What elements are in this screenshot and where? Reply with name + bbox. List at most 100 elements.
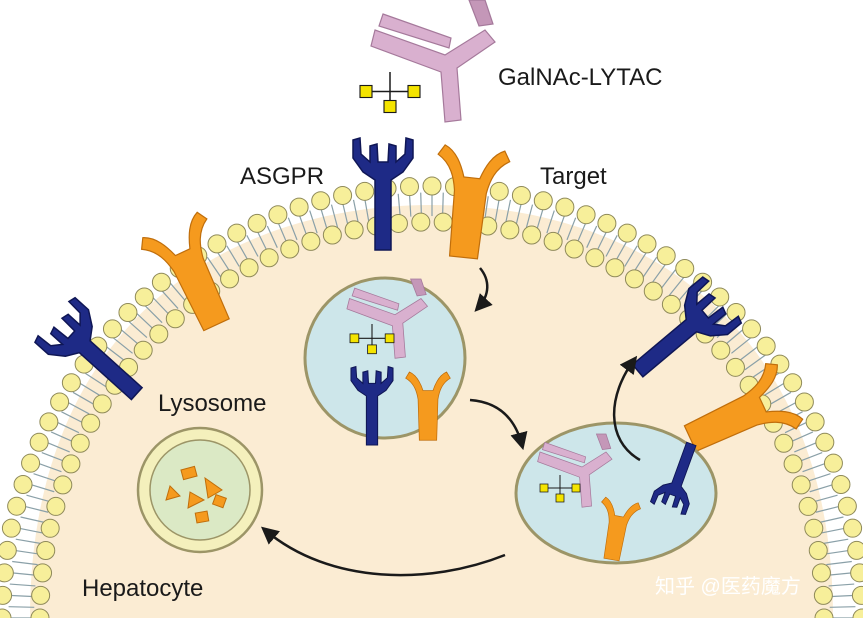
lipid-head xyxy=(564,239,584,259)
lipid-tail xyxy=(441,192,444,217)
lipid-tail xyxy=(23,505,49,513)
lipid-head xyxy=(92,394,112,414)
lipid-head xyxy=(151,272,171,292)
lipid-head xyxy=(259,248,279,268)
lipid-tail xyxy=(266,225,278,248)
lipid-tail xyxy=(341,201,349,226)
lipid-head xyxy=(533,191,553,211)
lipid-tail xyxy=(818,516,844,524)
lipid-head xyxy=(411,212,431,232)
lipid-tail xyxy=(576,221,587,244)
lipid-head xyxy=(522,225,542,245)
lipid-head xyxy=(165,309,185,329)
free-galnac-cluster xyxy=(359,71,421,114)
lipid-tail xyxy=(236,240,250,262)
lipid-head xyxy=(344,220,364,240)
lipid-tail xyxy=(9,594,35,598)
lipid-head xyxy=(102,319,122,339)
lipid-tail xyxy=(152,297,171,316)
lipid-head xyxy=(13,475,33,495)
lipid-tail xyxy=(78,382,101,397)
lipid-tail xyxy=(46,441,70,453)
lipid-head xyxy=(851,585,863,605)
lipid-head xyxy=(837,496,857,516)
lipid-head xyxy=(207,234,227,254)
lipid-tail xyxy=(829,594,855,598)
lipid-tail xyxy=(17,527,44,534)
lipid-head xyxy=(1,518,21,538)
lipid-head xyxy=(555,197,575,217)
lipid-tail xyxy=(10,572,37,576)
lipid-head xyxy=(0,585,13,605)
lipid-tail xyxy=(802,462,827,473)
lipid-tail xyxy=(820,527,847,534)
lipid-tail xyxy=(216,251,231,273)
lipid-tail xyxy=(731,337,752,354)
lipid-tail xyxy=(61,411,85,424)
degraded-fragments xyxy=(165,465,227,524)
lipid-head xyxy=(289,197,309,217)
lipid-tail xyxy=(737,345,759,362)
lipid-tail xyxy=(136,312,155,331)
arrow-endosome-transition xyxy=(469,398,528,451)
lipid-head xyxy=(813,585,833,605)
lipid-head xyxy=(422,176,442,196)
lipid-tail xyxy=(55,421,80,434)
lipid-head xyxy=(605,258,625,278)
lipid-tail xyxy=(352,199,359,224)
lipid-tail xyxy=(29,483,55,493)
arrow-internalization xyxy=(474,267,493,312)
lipid-tail xyxy=(256,230,269,253)
label-target: Target xyxy=(540,163,607,190)
lipid-tail xyxy=(128,320,148,339)
lipid-head xyxy=(794,392,814,412)
lipid-head xyxy=(280,239,300,259)
lipid-head xyxy=(134,287,154,307)
lipid-tail xyxy=(828,583,855,587)
lipid-tail xyxy=(806,473,831,483)
lipid-head xyxy=(61,373,81,393)
lipid-head xyxy=(40,518,60,538)
lipid-tail xyxy=(605,235,618,257)
lipid-tail xyxy=(20,516,46,524)
lipid-head xyxy=(53,475,73,495)
lipid-tail xyxy=(651,263,667,284)
lipid-head xyxy=(133,340,153,360)
lipid-tail xyxy=(789,431,814,443)
lipid-tail xyxy=(309,210,318,234)
lipid-head xyxy=(783,454,803,474)
lipid-tail xyxy=(763,382,786,397)
lipid-tail xyxy=(226,245,240,267)
lipid-tail xyxy=(798,451,823,463)
lipid-head xyxy=(843,518,863,538)
label-lysosome: Lysosome xyxy=(158,390,267,417)
lipid-tail xyxy=(824,549,851,555)
lipid-tail xyxy=(515,201,523,226)
lipid-head xyxy=(774,433,794,453)
lipid-head xyxy=(388,213,408,233)
lipid-tail xyxy=(37,462,62,473)
lipid-head xyxy=(847,540,863,560)
lipid-head xyxy=(247,213,267,233)
lipid-tail xyxy=(408,193,412,217)
lipid-head xyxy=(61,454,81,474)
lipid-head xyxy=(36,540,56,560)
lipid-head xyxy=(783,373,803,393)
lipid-tail xyxy=(556,213,566,237)
lipid-head xyxy=(149,324,169,344)
lipid-tail xyxy=(624,245,638,267)
lipid-head xyxy=(643,281,663,301)
lipid-head xyxy=(805,412,825,432)
lipid-head xyxy=(268,205,288,225)
lipid-head xyxy=(637,234,657,254)
lipid-head xyxy=(811,563,831,583)
arrow-lysosomal-degradation xyxy=(260,526,506,577)
lipid-tail xyxy=(161,290,179,309)
lipid-head xyxy=(798,496,818,516)
lipid-head xyxy=(33,563,53,583)
lipid-head xyxy=(7,496,27,516)
lipid-head xyxy=(399,177,419,197)
lipid-tail xyxy=(768,391,792,406)
